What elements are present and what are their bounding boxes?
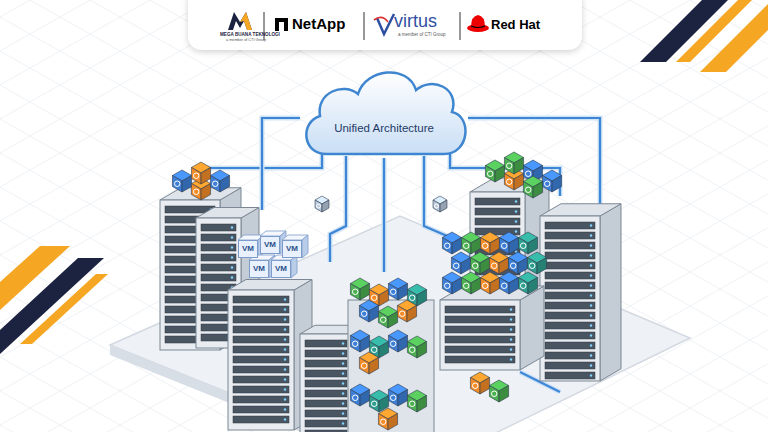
container-cube — [210, 170, 229, 192]
container-cube — [527, 252, 546, 274]
container-cube — [523, 176, 542, 198]
container-cube — [499, 272, 518, 294]
container-cube — [369, 390, 388, 412]
container-cube — [542, 170, 561, 192]
container-cube — [350, 330, 369, 352]
container-cube — [518, 272, 537, 294]
container-cube — [172, 170, 191, 192]
container-cube — [442, 272, 461, 294]
vm-label: VM — [275, 265, 287, 274]
vm-box: VM — [249, 260, 269, 278]
container-cube — [378, 408, 397, 430]
cloud-shape — [298, 60, 470, 158]
container-cube — [470, 252, 489, 274]
vm-box: VM — [260, 236, 280, 254]
container-cube — [388, 278, 407, 300]
vm-cube-shade — [271, 255, 297, 278]
logo-bar — [188, 0, 582, 50]
container-cube — [350, 384, 369, 406]
container-cube — [499, 232, 518, 254]
cloud-node: Unified Architecture — [298, 60, 470, 158]
container-cube — [470, 372, 489, 394]
shelf-unit — [348, 300, 434, 432]
company-name: MEGA BUANA TEKNOLOGI — [220, 32, 280, 37]
container-cube — [489, 252, 508, 274]
mega-buana-logo — [228, 12, 252, 30]
container-cube — [518, 232, 537, 254]
container-cube — [378, 306, 397, 328]
vm-label: VM — [286, 245, 298, 254]
container-cube — [504, 152, 523, 174]
container-cube — [442, 232, 461, 254]
corner-stripes — [0, 0, 768, 354]
vm-cube-shade — [282, 235, 308, 258]
container-cube — [508, 252, 527, 274]
vm-box: VM — [271, 260, 291, 278]
container-cube — [388, 384, 407, 406]
container-cube — [191, 162, 210, 184]
brand-name: virtus — [394, 12, 437, 32]
container-cube — [359, 352, 378, 374]
cloud-title: Unified Architecture — [334, 122, 434, 135]
vm-box: VM — [238, 240, 258, 258]
container-cube — [461, 272, 480, 294]
tagline: a member of CTI Group — [398, 33, 446, 38]
server-rack — [540, 204, 621, 381]
container-cube — [397, 300, 416, 322]
container-cube — [359, 300, 378, 322]
netapp-logo — [275, 18, 288, 31]
separator — [364, 12, 365, 40]
server-scene — [110, 118, 690, 432]
container-cube — [407, 390, 426, 412]
container-cube — [485, 160, 504, 182]
vm-label: VM — [253, 265, 265, 274]
brand-name: NetApp — [292, 16, 345, 33]
vm-label: VM — [242, 245, 254, 254]
container-cube — [461, 232, 480, 254]
separator — [460, 12, 461, 40]
redhat-logo — [467, 15, 489, 32]
container-cube — [480, 232, 499, 254]
container-cube — [315, 196, 329, 212]
container-cube — [480, 272, 499, 294]
server-rack — [440, 286, 544, 370]
brand-name: Red Hat — [491, 18, 540, 32]
container-cube — [350, 278, 369, 300]
container-cube — [451, 252, 470, 274]
vm-label: VM — [264, 241, 276, 250]
container-cube — [407, 336, 426, 358]
container-cube — [433, 196, 447, 212]
virtus-logo — [374, 14, 394, 34]
vm-box: VM — [282, 240, 302, 258]
container-cube — [388, 330, 407, 352]
container-cube — [489, 380, 508, 402]
tagline: a member of CTI Group — [226, 38, 266, 42]
server-rack — [228, 280, 312, 431]
